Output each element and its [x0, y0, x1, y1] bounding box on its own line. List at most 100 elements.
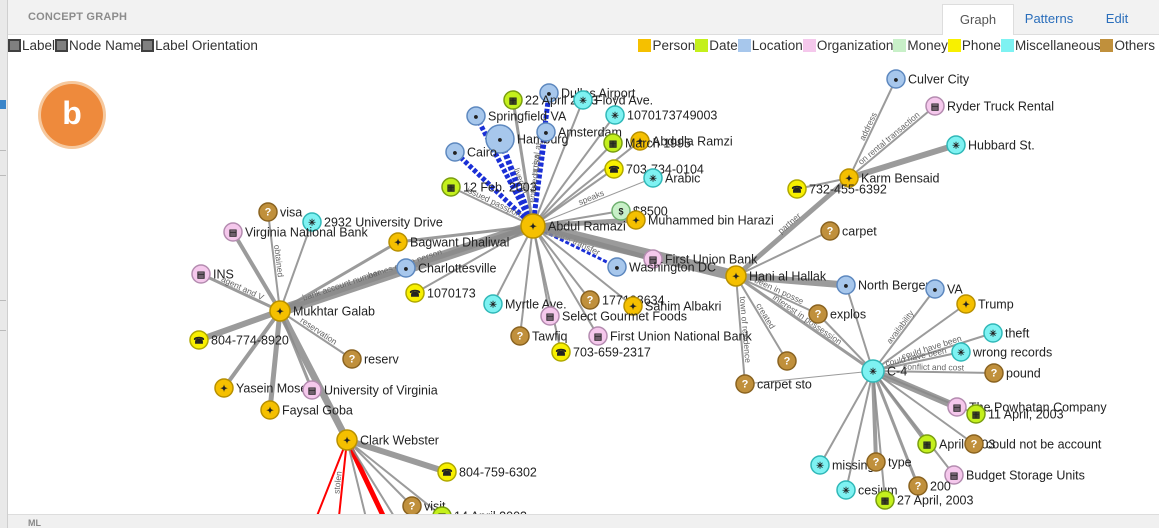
- date-node-circle[interactable]: [432, 506, 452, 516]
- graph-node-ph7324556392[interactable]: ☎732-455-6392: [787, 179, 887, 199]
- graph-edge[interactable]: [279, 310, 353, 360]
- graph-node-selectgourmet[interactable]: ▤Select Gourmet Foods: [540, 306, 687, 326]
- person-node-circle[interactable]: [623, 296, 643, 316]
- legend-item-others[interactable]: Others: [1100, 38, 1155, 53]
- location-node-circle[interactable]: [485, 124, 515, 154]
- misc-node-circle[interactable]: [836, 480, 856, 500]
- location-node-circle[interactable]: [925, 279, 945, 299]
- phone-node-circle[interactable]: [787, 179, 807, 199]
- legend-item-date[interactable]: Date: [695, 38, 738, 53]
- graph-node-n1070173749003[interactable]: ✳1070173749003: [605, 105, 717, 125]
- graph-edge[interactable]: [532, 225, 634, 307]
- graph-edge[interactable]: [819, 370, 874, 466]
- graph-node-pound[interactable]: ?pound: [984, 363, 1041, 383]
- graph-edge[interactable]: [532, 168, 615, 227]
- graph-edge[interactable]: [872, 370, 995, 374]
- misc-node-circle[interactable]: [643, 168, 663, 188]
- graph-edge[interactable]: [848, 78, 897, 179]
- graph-node-money8500[interactable]: $$8500: [611, 201, 668, 221]
- person-node-circle[interactable]: [630, 131, 650, 151]
- misc-node-circle[interactable]: [605, 105, 625, 125]
- graph-edge[interactable]: [872, 303, 967, 372]
- graph-node-explos[interactable]: ?explos: [808, 304, 866, 324]
- graph-edge[interactable]: [744, 370, 874, 385]
- graph-edge[interactable]: [346, 439, 368, 516]
- graph-node-trump[interactable]: ✦Trump: [956, 294, 1014, 314]
- money-node-circle[interactable]: [611, 201, 631, 221]
- graph-node-apr11[interactable]: ▦11 April, 2003: [966, 404, 1064, 424]
- org-node-circle[interactable]: [947, 397, 967, 417]
- legend-item-location[interactable]: Location: [737, 38, 803, 53]
- location-node-circle[interactable]: [836, 275, 856, 295]
- person-node-circle[interactable]: [725, 265, 747, 287]
- graph-node-carpetsto[interactable]: ?carpet sto: [735, 374, 812, 394]
- graph-edge[interactable]: [872, 370, 955, 476]
- graph-edge[interactable]: [532, 225, 599, 337]
- person-node-circle[interactable]: [626, 210, 646, 230]
- graph-node-arabic[interactable]: ✳Arabic: [643, 168, 700, 188]
- tab-edit[interactable]: Edit: [1105, 11, 1129, 26]
- graph-edge[interactable]: [279, 240, 399, 313]
- graph-node-floyd[interactable]: ✳Floyd Ave.: [573, 90, 653, 110]
- graph-edge[interactable]: [346, 437, 448, 475]
- graph-node-yasein[interactable]: ✦Yasein Mosed: [214, 378, 314, 398]
- date-node-circle[interactable]: [917, 434, 937, 454]
- misc-node-circle[interactable]: [983, 323, 1003, 343]
- graph-node-firstunion[interactable]: ▤First Union Bank: [643, 249, 758, 269]
- graph-node-charlottesville[interactable]: ●Charlottesville: [396, 258, 497, 278]
- location-node-circle[interactable]: [445, 142, 465, 162]
- graph-node-karm[interactable]: ✦Karm Bensaid: [839, 168, 940, 188]
- graph-node-faysal[interactable]: ✦Faysal Goba: [260, 400, 353, 420]
- graph-edge[interactable]: [222, 309, 282, 390]
- location-node-circle[interactable]: [886, 69, 906, 89]
- graph-node-n200[interactable]: ?200: [908, 476, 951, 496]
- graph-node-reserv[interactable]: ?reserv: [342, 349, 399, 369]
- graph-node-sahim[interactable]: ✦Sahim Albakri: [623, 296, 721, 316]
- others-node-circle[interactable]: [808, 304, 828, 324]
- graph-node-n1070173[interactable]: ☎1070173: [405, 283, 476, 303]
- graph-edge[interactable]: [346, 439, 443, 516]
- label-orientation-checkbox[interactable]: [141, 39, 155, 52]
- graph-node-missing[interactable]: ✳missing: [810, 455, 874, 475]
- graph-edge[interactable]: [531, 131, 548, 227]
- graph-edge[interactable]: [492, 225, 534, 305]
- phone-node-circle[interactable]: [437, 462, 457, 482]
- graph-node-abdulla[interactable]: ✦Abdulla Ramzi: [630, 131, 733, 151]
- legend-item-miscellaneous[interactable]: Miscellaneous: [1000, 38, 1100, 53]
- person-node-circle[interactable]: [520, 213, 546, 239]
- others-node-circle[interactable]: [964, 434, 984, 454]
- graph-node-amsterdam[interactable]: ●Amsterdam: [536, 122, 622, 142]
- graph-node-virginiabank[interactable]: ▤Virginia National Bank: [223, 222, 369, 242]
- graph-edge[interactable]: [532, 140, 641, 227]
- graph-edge[interactable]: [531, 220, 738, 282]
- phone-node-circle[interactable]: [405, 283, 425, 303]
- graph-edge[interactable]: [872, 332, 994, 372]
- graph-edge[interactable]: [397, 224, 534, 244]
- graph-node-unk1[interactable]: ?: [777, 351, 797, 371]
- org-node-circle[interactable]: [643, 249, 663, 269]
- graph-edge[interactable]: [532, 99, 584, 227]
- graph-node-abdul[interactable]: ✦Abdul Ramazi: [520, 213, 626, 239]
- graph-edge[interactable]: [734, 176, 851, 278]
- misc-node-circle[interactable]: [861, 359, 885, 383]
- graph-node-bagwant[interactable]: ✦Bagwant Dhaliwal: [388, 232, 509, 252]
- others-node-circle[interactable]: [777, 351, 797, 371]
- person-node-circle[interactable]: [214, 378, 234, 398]
- graph-node-typenode[interactable]: ?type: [866, 452, 912, 472]
- graph-node-tawfiq[interactable]: ?Tawfiq: [510, 326, 567, 346]
- graph-node-washington[interactable]: ●Washington DC: [607, 257, 716, 277]
- graph-edge[interactable]: [872, 370, 975, 445]
- graph-node-apr27[interactable]: ▦27 April, 2003: [875, 490, 973, 510]
- graph-edge[interactable]: [267, 310, 283, 411]
- org-node-circle[interactable]: [925, 96, 945, 116]
- person-node-circle[interactable]: [260, 400, 280, 420]
- org-node-circle[interactable]: [540, 306, 560, 326]
- graph-node-hubbard[interactable]: ✳Hubbard St.: [946, 135, 1035, 155]
- graph-edge[interactable]: [267, 211, 281, 312]
- graph-edge[interactable]: [532, 225, 591, 301]
- graph-edge[interactable]: [344, 438, 388, 516]
- graph-edge[interactable]: [511, 99, 535, 227]
- graph-node-univdrive[interactable]: ✳2932 University Drive: [302, 212, 443, 232]
- graph-node-culver[interactable]: ●Culver City: [886, 69, 970, 89]
